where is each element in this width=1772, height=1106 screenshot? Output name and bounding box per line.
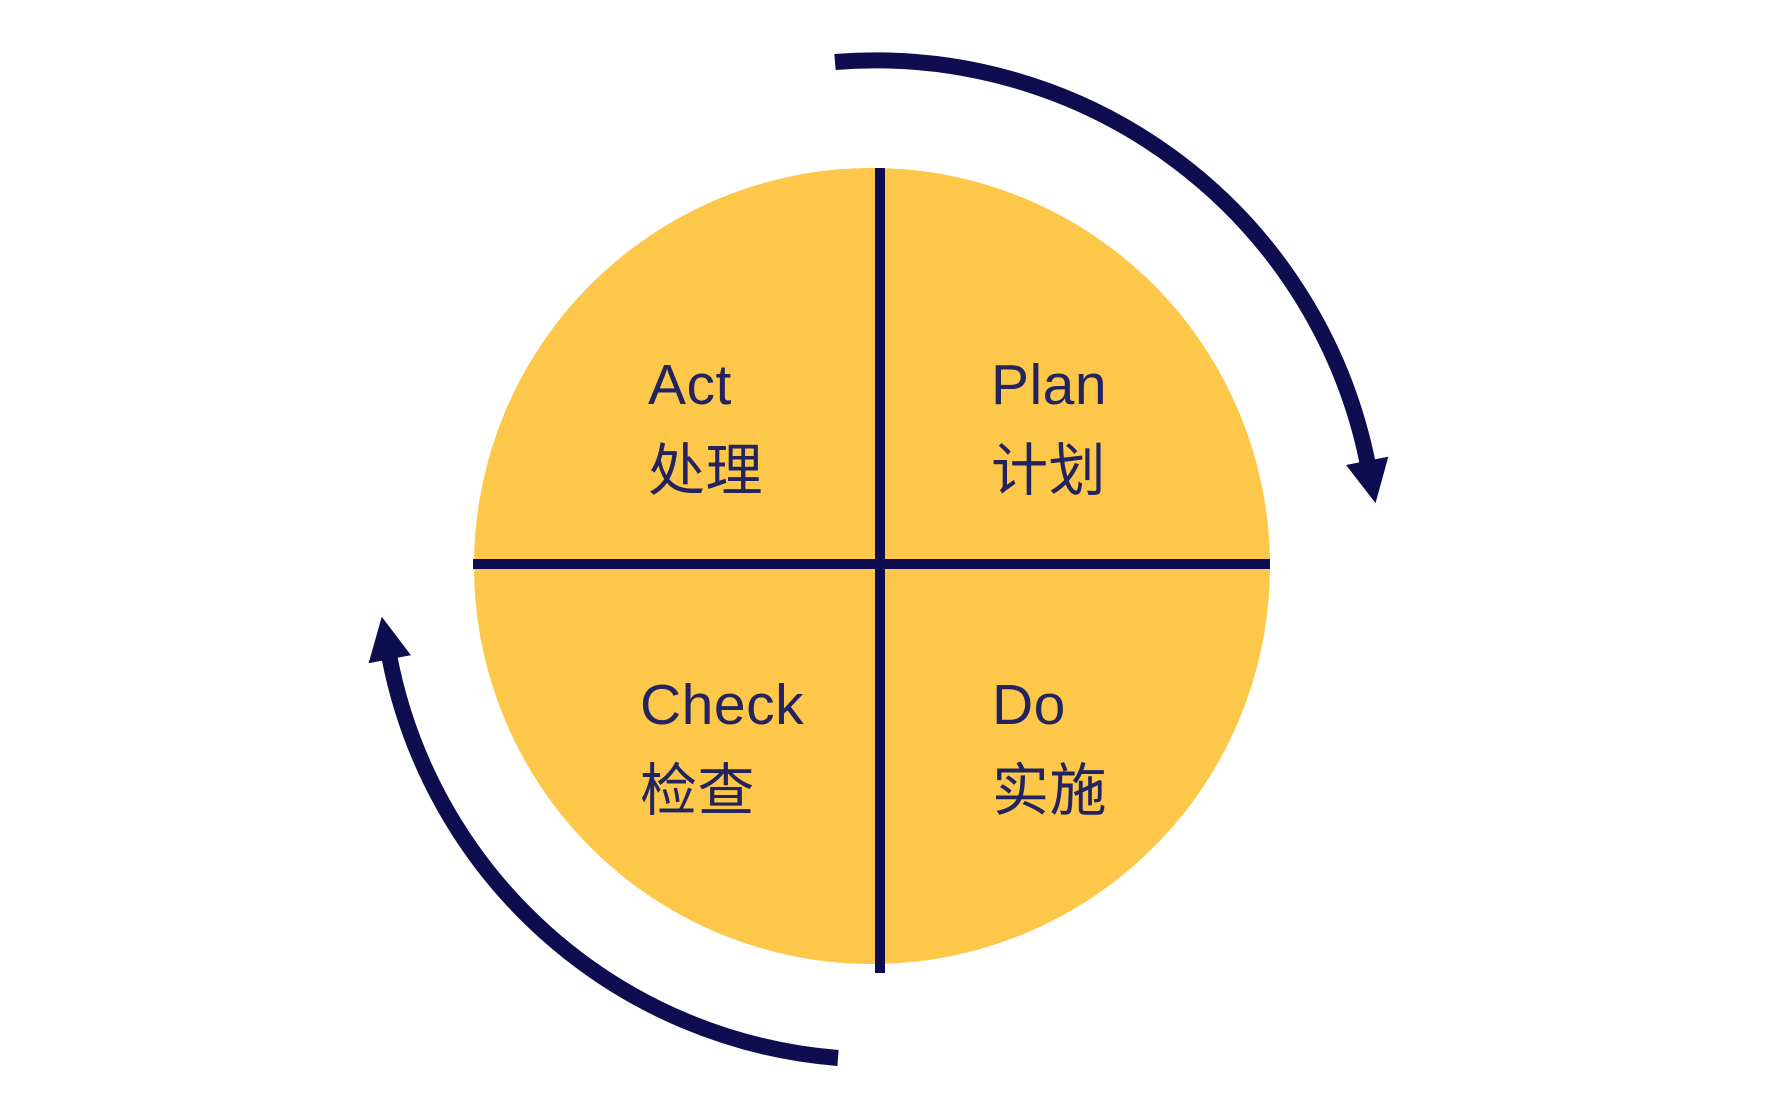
quadrant-label-plan: Plan 计划 <box>991 342 1107 514</box>
do-label-en: Do <box>992 673 1066 737</box>
act-label-zh: 处理 <box>648 439 763 503</box>
plan-label-en: Plan <box>991 353 1108 417</box>
plan-label-zh: 计划 <box>991 439 1106 503</box>
quadrant-label-act: Act 处理 <box>648 342 763 514</box>
check-label-zh: 检查 <box>640 759 755 823</box>
check-label-en: Check <box>640 673 805 737</box>
do-label-zh: 实施 <box>992 759 1107 823</box>
clockwise-arrow-top-right-icon <box>834 52 1389 504</box>
clockwise-arrow-bottom-left-icon <box>368 616 839 1066</box>
act-label-en: Act <box>648 353 732 417</box>
quadrant-label-check: Check 检查 <box>640 662 804 834</box>
quadrant-label-do: Do 实施 <box>992 662 1107 834</box>
